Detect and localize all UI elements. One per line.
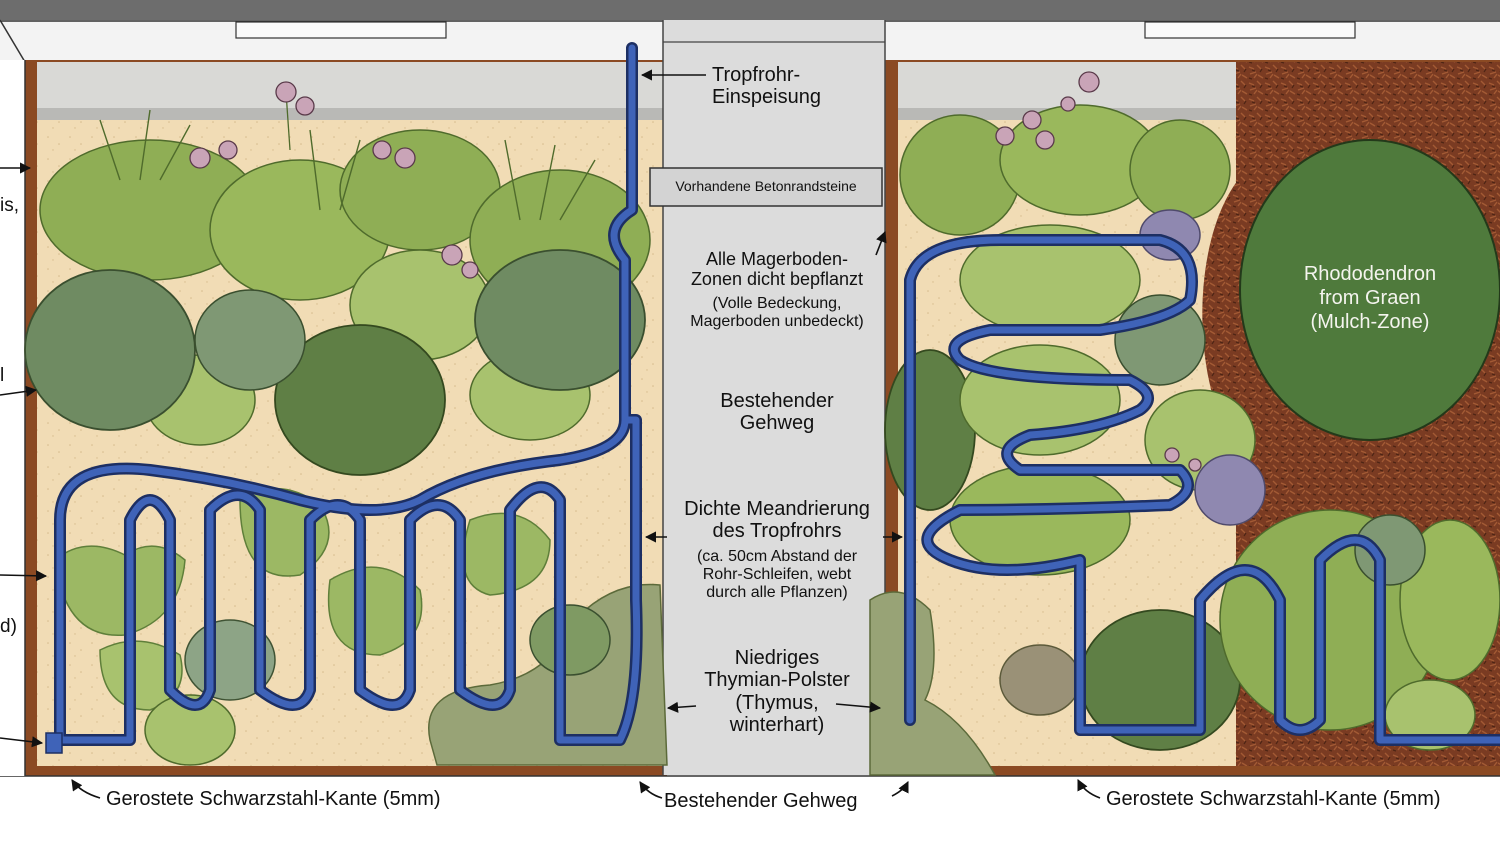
tropfrohr-feed-label: Tropfrohr-Einspeisung [712, 64, 821, 109]
left-margin-fragment-2: l [0, 365, 5, 386]
curbstones-label: Vorhandene Betonrandsteine [675, 178, 857, 194]
drip-pipe-right [904, 234, 1500, 746]
arrow-icon [0, 69, 1101, 799]
center-sidewalk [649, 20, 886, 775]
curbstone-block [649, 167, 883, 207]
left-margin-fragment-1: is, [0, 195, 19, 216]
magerboden-label: Alle Magerboden-Zonen dicht bepflanzt [690, 249, 864, 290]
magerboden-note: (Volle Bedeckung,Magerboden unbedeckt) [690, 295, 864, 330]
rhododendron-shrub [1239, 139, 1500, 441]
left-plants [24, 109, 668, 766]
edge-left-label: Gerostete Schwarzstahl-Kante (5mm) [106, 788, 441, 810]
right-plants [869, 104, 1500, 776]
drip-pipe-left [54, 42, 643, 746]
sidewalk-bottom-label: Bestehender Gehweg [664, 790, 858, 812]
drip-valve-icon [45, 732, 63, 754]
allium-flower-icon [189, 71, 1202, 472]
dark-shrubs [24, 249, 646, 476]
edge-right-label: Gerostete Schwarzstahl-Kante (5mm) [1106, 788, 1441, 810]
left-margin-fragment-3: d) [0, 616, 17, 637]
bottom-pavement [0, 776, 1500, 844]
